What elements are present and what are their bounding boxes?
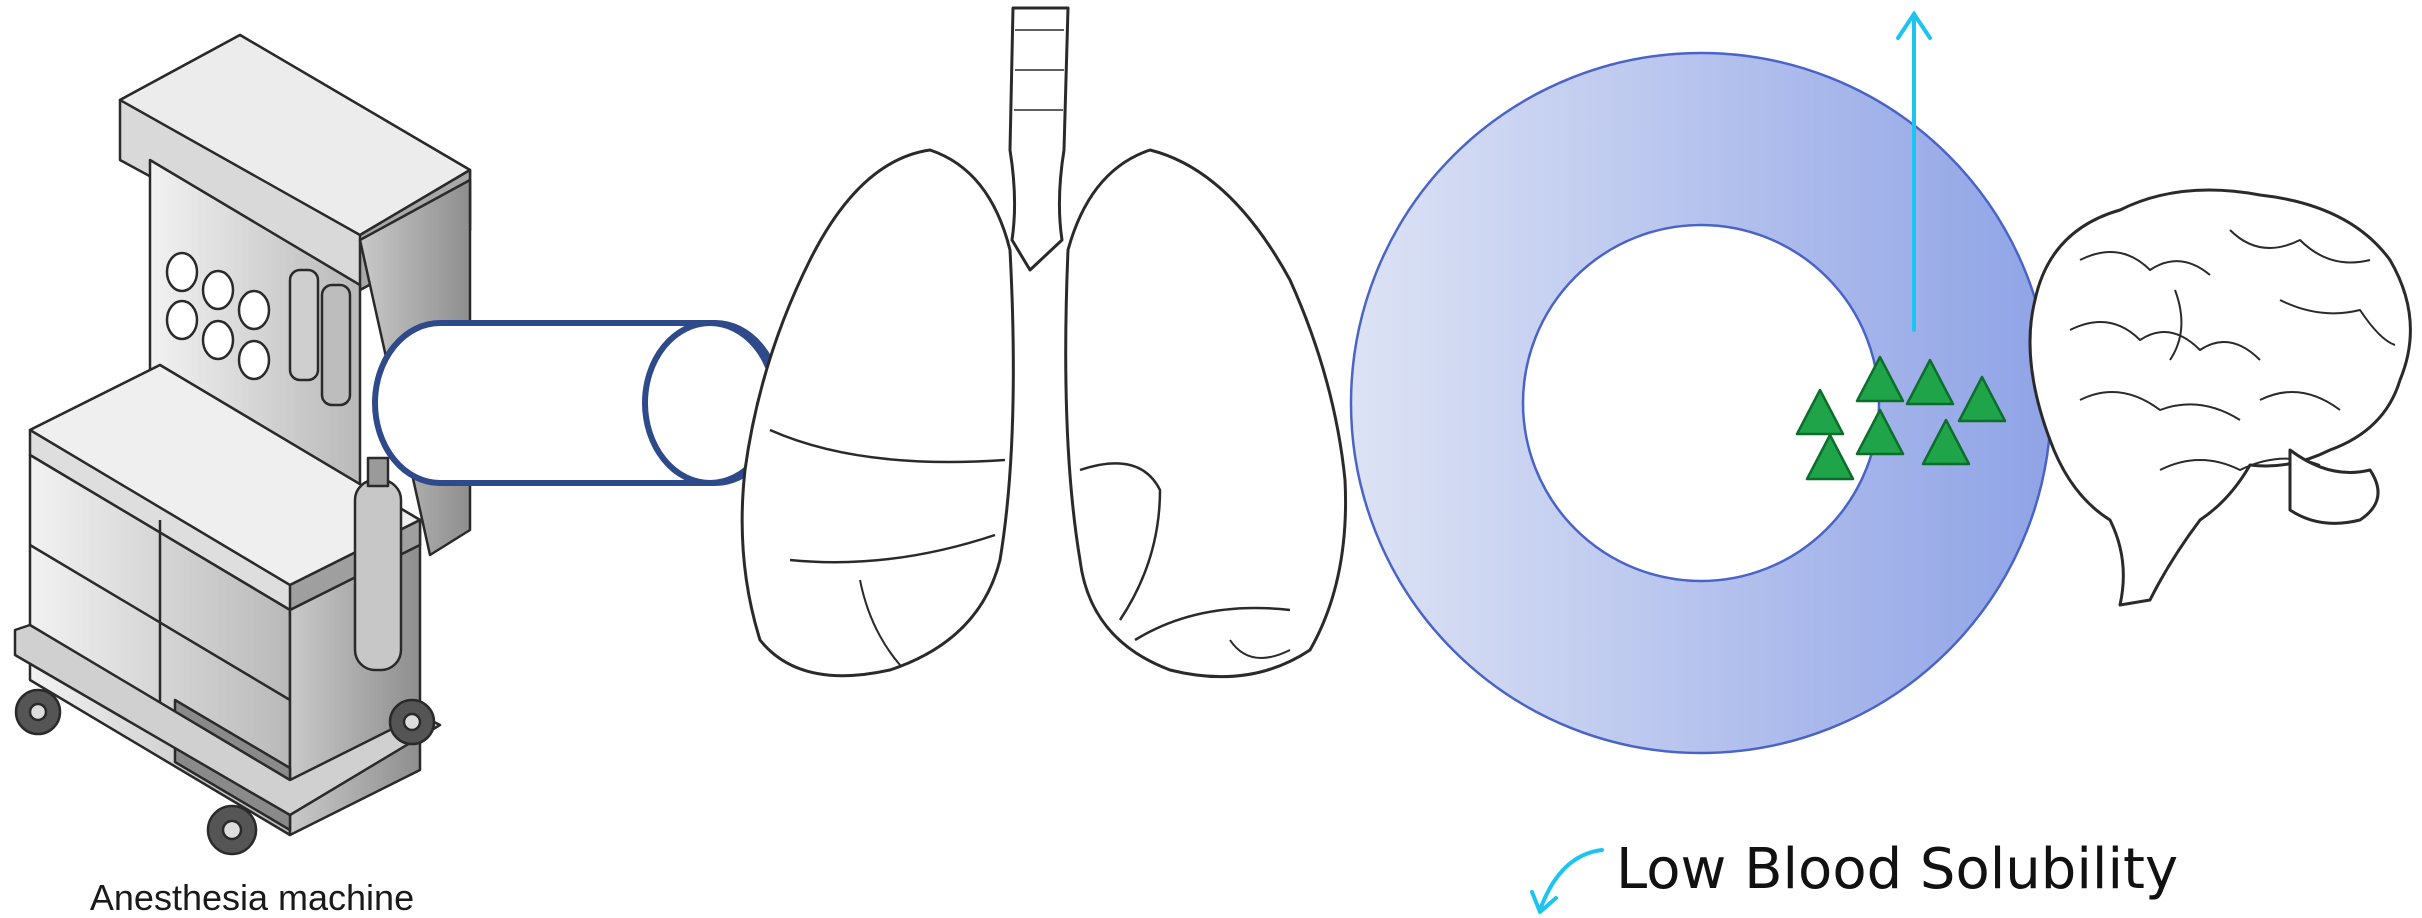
anesthetic-particle-icon <box>1807 435 1853 479</box>
solubility-label: Low Blood Solubility <box>1616 837 2178 902</box>
anesthetic-particle-icon <box>1797 390 1843 434</box>
breathing-tube <box>375 323 780 483</box>
curved-arrow-icon <box>1532 850 1602 912</box>
anesthesia-machine-label: Anesthesia machine <box>90 877 414 918</box>
brain-icon <box>2030 190 2410 605</box>
lungs-icon <box>742 8 1345 677</box>
